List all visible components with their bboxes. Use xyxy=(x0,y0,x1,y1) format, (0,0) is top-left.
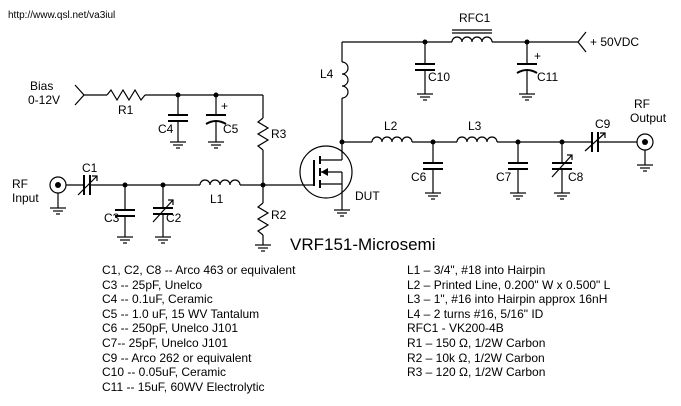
r2-label: R2 xyxy=(271,208,287,222)
c8-label: C8 xyxy=(568,170,584,184)
parts-list-item: R2 – 10k Ω, 1/2W Carbon xyxy=(407,350,545,365)
parts-list-item: R1 – 150 Ω, 1/2W Carbon xyxy=(407,335,546,350)
capacitor-c9 xyxy=(584,132,606,152)
supply-terminal xyxy=(577,31,587,53)
parts-list-item: R3 – 120 Ω, 1/2W Carbon xyxy=(407,365,546,380)
capacitor-c3 xyxy=(115,185,135,244)
inductor-l3 xyxy=(456,136,498,143)
parts-list-item: C7-- 25pF, Unelco J101 xyxy=(102,335,229,350)
parts-list-item: C5 -- 1.0 uF, 15 WV Tantalum xyxy=(102,306,260,321)
capacitor-c4 xyxy=(168,95,188,149)
l3-label: L3 xyxy=(468,119,482,133)
parts-list-item: C10 -- 0.05uF, Ceramic xyxy=(102,365,227,380)
resistor-r1 xyxy=(106,88,146,102)
parts-list-item: L3 – 1", #16 into Hairpin approx 16nH xyxy=(407,292,608,307)
parts-list-item: C6 -- 250pF, Unelco J101 xyxy=(102,321,239,336)
inductor-l4 xyxy=(341,61,349,99)
parts-list-item: C1, C2, C8 -- Arco 463 or equivalent xyxy=(102,263,296,277)
diagram-title: VRF151-Microsemi xyxy=(290,235,435,254)
rf-output-label-2: Output xyxy=(630,111,667,125)
resistor-r3 xyxy=(256,95,270,183)
mosfet-dut xyxy=(299,142,353,217)
c11-label: C11 xyxy=(537,70,558,84)
parts-list-item: C11 -- 15uF, 60WV Electrolytic xyxy=(102,379,265,394)
parts-list-item: C4 -- 0.1uF, Ceramic xyxy=(102,292,213,307)
rf-output-label: RF xyxy=(634,97,650,111)
capacitor-c11 xyxy=(516,42,538,101)
rfc1-label: RFC1 xyxy=(459,11,491,25)
parts-list-item: L1 – 3/4", #18 into Hairpin xyxy=(407,263,546,277)
r3-label: R3 xyxy=(271,127,287,141)
c7-label: C7 xyxy=(496,170,512,184)
c2-label: C2 xyxy=(166,211,182,225)
c10-label: C10 xyxy=(428,70,450,84)
c4-label: C4 xyxy=(158,122,174,136)
c5-polarity: + xyxy=(221,99,228,113)
capacitor-c8 xyxy=(551,142,573,200)
inductor-rfc1 xyxy=(451,29,493,43)
parts-list-item: C3 -- 25pF, Unelco xyxy=(102,277,203,292)
capacitor-c5 xyxy=(205,95,227,149)
dut-label: DUT xyxy=(355,189,380,203)
capacitor-c7 xyxy=(508,142,528,200)
capacitor-c2 xyxy=(152,185,174,244)
parts-list-item: C9 -- Arco 262 or equivalent xyxy=(102,350,252,365)
bias-label: Bias xyxy=(30,79,53,93)
rf-input-label-2: Input xyxy=(12,191,39,205)
inductor-l2 xyxy=(371,136,413,143)
l4-label: L4 xyxy=(320,67,334,81)
supply-label: + 50VDC xyxy=(590,35,639,49)
source-url: http://www.qsl.net/va3iul xyxy=(8,10,115,21)
rf-output-connector xyxy=(636,133,654,172)
c1-label: C1 xyxy=(82,161,98,175)
inductor-l1 xyxy=(199,179,241,186)
parts-list-capacitors: C1, C2, C8 -- Arco 463 or equivalent C3 … xyxy=(102,263,295,394)
parts-list-item: RFC1 - VK200-4B xyxy=(407,321,504,336)
resistor-r2 xyxy=(254,185,272,252)
parts-list-inductors-resistors: L1 – 3/4", #18 into Hairpin L2 – Printed… xyxy=(407,263,610,380)
l1-label: L1 xyxy=(210,192,224,206)
capacitor-c10 xyxy=(415,42,435,101)
c9-label: C9 xyxy=(595,117,611,131)
c3-label: C3 xyxy=(104,211,120,225)
c6-label: C6 xyxy=(411,170,427,184)
c5-label: C5 xyxy=(223,122,239,136)
parts-list-item: L2 – Printed Line, 0.200" W x 0.500" L xyxy=(407,277,611,292)
l2-label: L2 xyxy=(384,119,398,133)
c11-polarity: + xyxy=(534,49,541,63)
capacitor-c6 xyxy=(423,142,443,200)
rf-input-label: RF xyxy=(12,177,28,191)
parts-list-item: L4 – 2 turns #16, 5/16" ID xyxy=(407,306,544,321)
bias-range-label: 0-12V xyxy=(28,93,60,107)
rf-input-connector xyxy=(49,176,67,215)
bias-terminal xyxy=(74,84,85,106)
r1-label: R1 xyxy=(118,103,134,117)
